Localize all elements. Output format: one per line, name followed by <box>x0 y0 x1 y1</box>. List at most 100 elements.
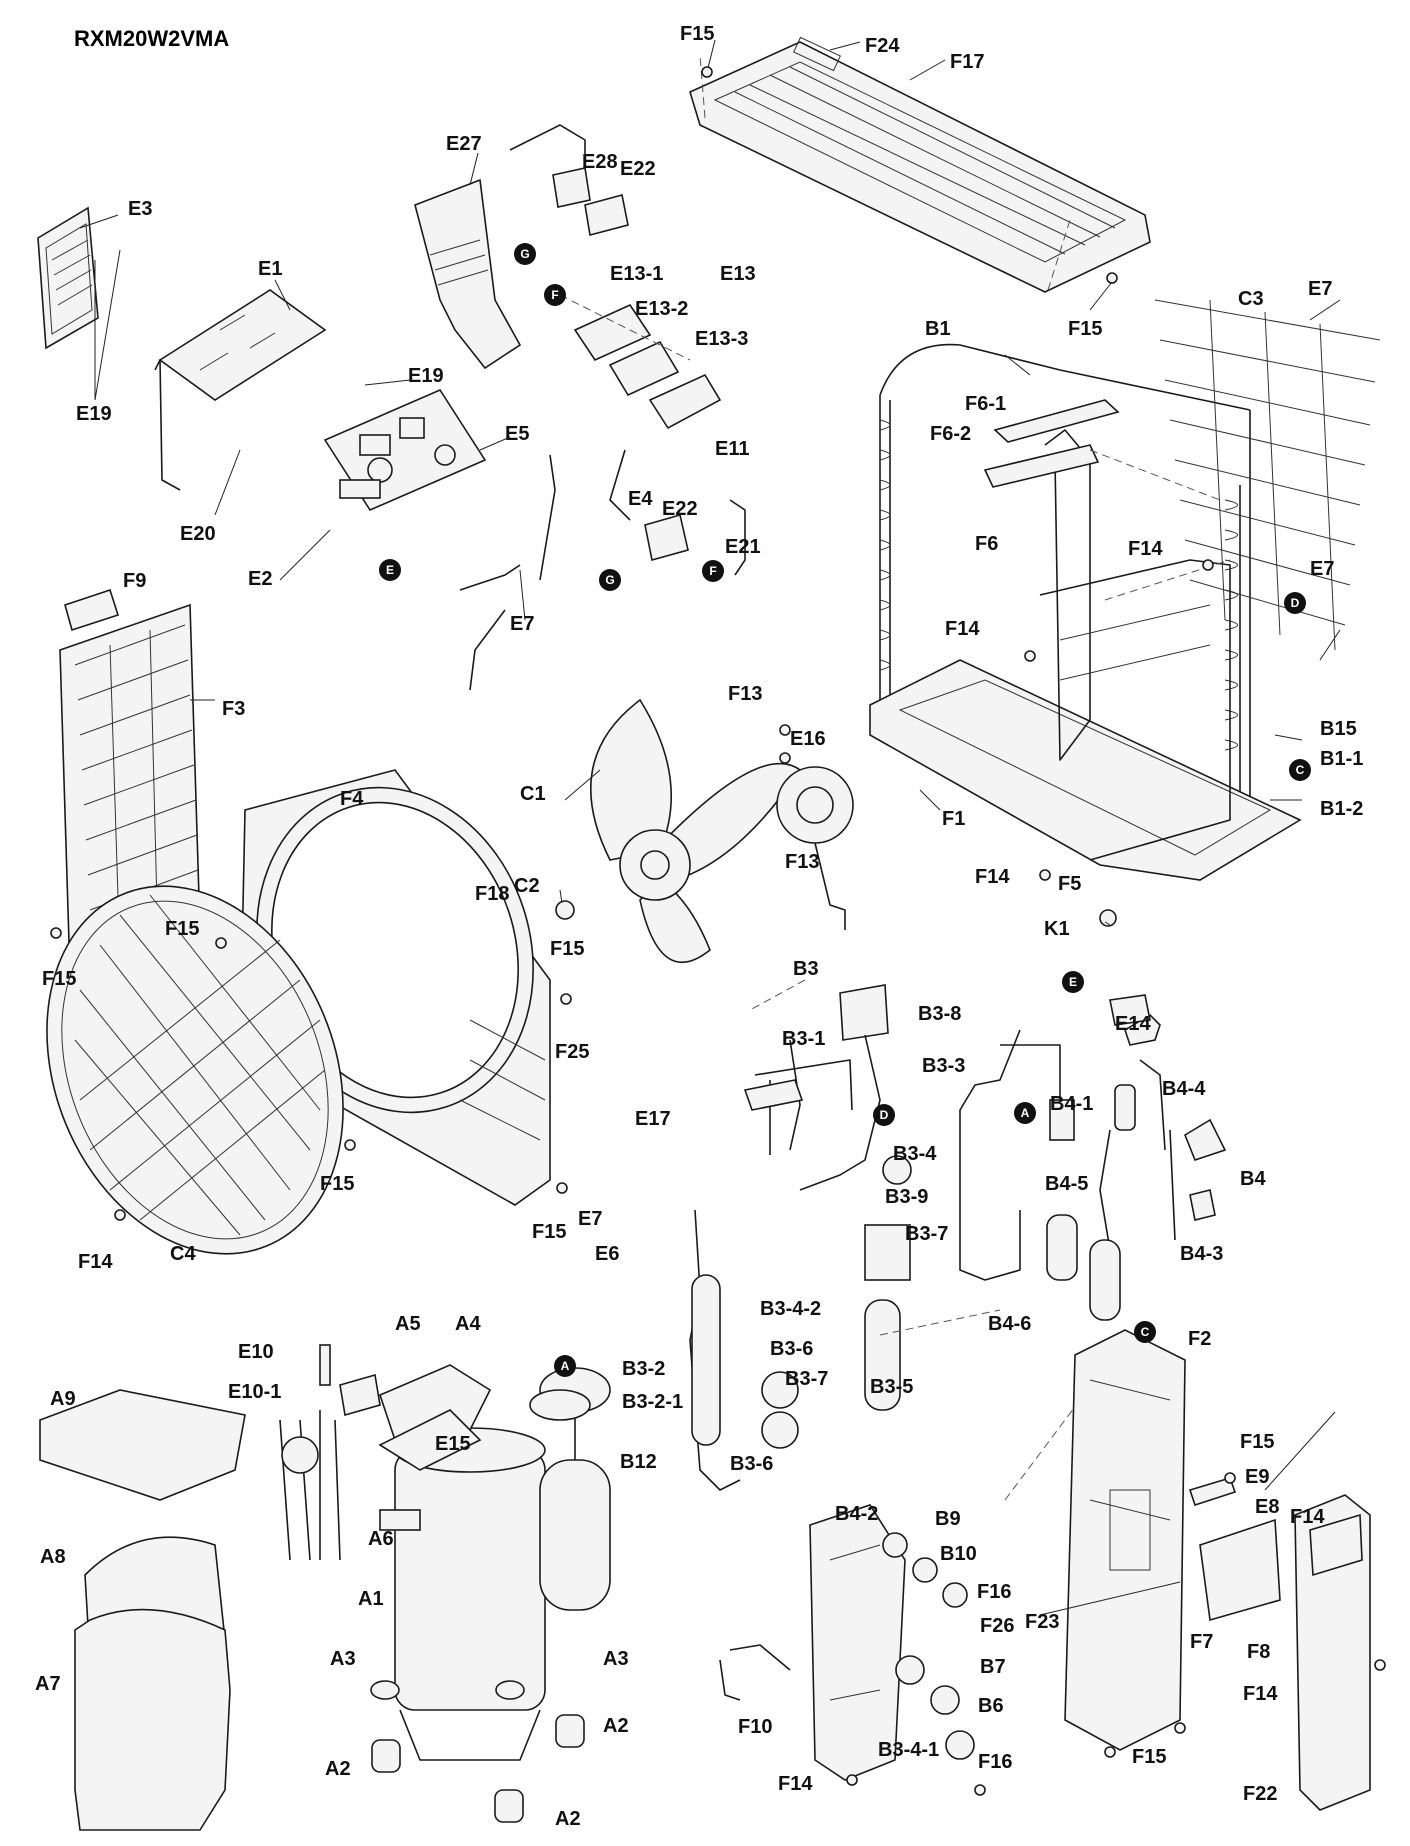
label-B3-9: B3-9 <box>885 1186 928 1208</box>
marker-G-2: G <box>599 569 621 591</box>
label-B3-8: B3-8 <box>918 1003 961 1025</box>
label-F14: F14 <box>975 866 1010 888</box>
label-E7: E7 <box>1310 558 1334 580</box>
label-E20: E20 <box>180 523 216 545</box>
label-F15: F15 <box>532 1221 566 1243</box>
label-F14: F14 <box>78 1251 113 1273</box>
marker-G-1: G <box>514 243 536 265</box>
terminal-cover <box>339 1373 482 1471</box>
svg-text:F: F <box>709 564 716 578</box>
label-F13: F13 <box>728 683 762 705</box>
label-E22: E22 <box>662 498 698 520</box>
label-F14: F14 <box>1128 538 1163 560</box>
model-title: RXM20W2VMA <box>74 26 230 51</box>
label-A5: A5 <box>395 1313 421 1335</box>
label-F8: F8 <box>1247 1641 1270 1663</box>
svg-text:G: G <box>605 573 614 587</box>
label-F6: F6 <box>975 533 998 555</box>
label-A3: A3 <box>330 1648 356 1670</box>
label-F22: F22 <box>1243 1783 1277 1805</box>
label-B6: B6 <box>978 1695 1004 1717</box>
label-F1: F1 <box>942 808 965 830</box>
label-B10: B10 <box>940 1543 977 1565</box>
label-A9: A9 <box>50 1388 76 1410</box>
label-E2: E2 <box>248 568 272 590</box>
label-F15: F15 <box>1240 1431 1274 1453</box>
label-F25: F25 <box>555 1041 589 1063</box>
svg-text:C: C <box>1296 763 1305 777</box>
label-B4-3: B4-3 <box>1180 1243 1223 1265</box>
label-E22: E22 <box>620 158 656 180</box>
label-B1-2: B1-2 <box>1320 798 1363 820</box>
label-A3: A3 <box>603 1648 629 1670</box>
label-A2: A2 <box>555 1808 581 1830</box>
label-A1: A1 <box>358 1588 384 1610</box>
label-B1: B1 <box>925 318 951 340</box>
marker-C-1: C <box>1289 759 1311 781</box>
label-F26: F26 <box>980 1615 1014 1637</box>
marker-D-1: D <box>1284 592 1306 614</box>
label-B3-1: B3-1 <box>782 1028 825 1050</box>
label-A2: A2 <box>603 1715 629 1737</box>
label-B3-4: B3-4 <box>893 1143 937 1165</box>
svg-text:G: G <box>520 247 529 261</box>
label-A7: A7 <box>35 1673 61 1695</box>
heat-exchanger-frame <box>869 343 1302 881</box>
label-B3-4-1: B3-4-1 <box>878 1739 939 1761</box>
part-labels: F15 F24 F17 F15 E27 E28 E22 E3 E1 E13-1 … <box>35 23 1363 1830</box>
svg-text:A: A <box>1021 1106 1030 1120</box>
svg-text:D: D <box>880 1108 889 1122</box>
label-C1: C1 <box>520 783 546 805</box>
label-B3-2-1: B3-2-1 <box>622 1391 683 1413</box>
top-panel <box>689 36 1151 293</box>
marker-D-2: D <box>873 1104 895 1126</box>
label-C4: C4 <box>170 1243 196 1265</box>
label-F16: F16 <box>977 1581 1011 1603</box>
label-E13-2: E13-2 <box>635 298 688 320</box>
label-B9: B9 <box>935 1508 961 1530</box>
label-B7: B7 <box>980 1656 1006 1678</box>
label-F14: F14 <box>945 618 980 640</box>
label-E21: E21 <box>725 536 761 558</box>
svg-text:E: E <box>1069 975 1077 989</box>
control-bracket <box>154 289 327 491</box>
label-F14: F14 <box>1290 1506 1325 1528</box>
service-cover <box>1188 1477 1371 1811</box>
temperature-sensor-harness <box>279 1344 341 1561</box>
label-F24: F24 <box>865 35 900 57</box>
fan-motor <box>555 766 854 930</box>
label-E10: E10 <box>238 1341 274 1363</box>
label-A8: A8 <box>40 1546 66 1568</box>
label-F15: F15 <box>1132 1746 1166 1768</box>
label-E6: E6 <box>595 1243 619 1265</box>
label-F7: F7 <box>1190 1631 1213 1653</box>
marker-F-2: F <box>702 560 724 582</box>
label-E13-1: E13-1 <box>610 263 663 285</box>
label-F15: F15 <box>550 938 584 960</box>
svg-text:D: D <box>1291 596 1300 610</box>
svg-text:A: A <box>561 1359 570 1373</box>
label-F6-2: F6-2 <box>930 423 971 445</box>
label-E19: E19 <box>76 403 112 425</box>
muffler-b12 <box>529 1389 591 1421</box>
marker-A-2: A <box>554 1355 576 1377</box>
top-cover-e27 <box>414 178 522 370</box>
label-B3-6: B3-6 <box>730 1453 773 1475</box>
label-E9: E9 <box>1245 1466 1269 1488</box>
label-E7: E7 <box>578 1208 602 1230</box>
side-panel <box>1064 1329 1186 1751</box>
label-E27: E27 <box>446 133 482 155</box>
label-F3: F3 <box>222 698 245 720</box>
label-E16: E16 <box>790 728 826 750</box>
label-E19: E19 <box>408 365 444 387</box>
screws <box>50 66 1386 1796</box>
label-B3-7: B3-7 <box>905 1223 948 1245</box>
wire-guard <box>1154 299 1381 651</box>
label-E3: E3 <box>128 198 152 220</box>
label-F16: F16 <box>978 1751 1012 1773</box>
fan-grille <box>46 885 344 1255</box>
label-K1: K1 <box>1044 918 1070 940</box>
label-E10-1: E10-1 <box>228 1381 281 1403</box>
marker-A-1: A <box>1014 1102 1036 1124</box>
